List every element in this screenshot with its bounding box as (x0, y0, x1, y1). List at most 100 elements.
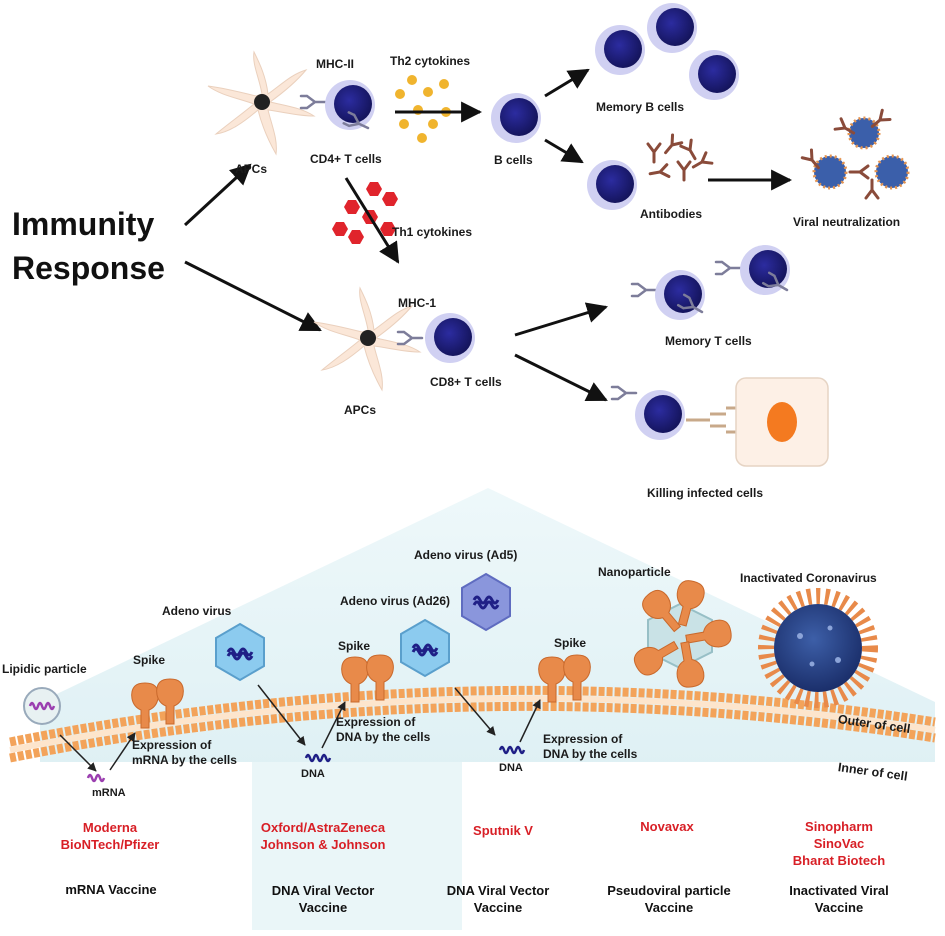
company-mrna: Moderna BioNTech/Pfizer (61, 819, 160, 853)
company-inactivated: Sinopharm SinoVac Bharat Biotech (793, 818, 885, 869)
type-dna-vector-2: DNA Viral Vector Vaccine (447, 882, 550, 916)
mrna-label: mRNA (92, 787, 126, 799)
dna-vector-column-bg (252, 762, 462, 930)
mhc2-receptor (299, 94, 327, 110)
company-sinovac: SinoVac (813, 836, 865, 851)
type-dna-vector-1-line-2: Vaccine (298, 900, 348, 915)
spike-label-2: Spike (338, 639, 371, 653)
type-mrna-line-1: mRNA Vaccine (65, 882, 157, 897)
arrow-to-memory-b (544, 68, 590, 98)
dna-label-2: DNA (499, 762, 523, 774)
killer-t-cell (635, 390, 685, 440)
infected-cell-nucleus (767, 402, 797, 442)
mhc1-label: MHC-1 (398, 296, 436, 310)
dna-label-1: DNA (301, 768, 325, 780)
expression-mrna-label: Expression of mRNA by the cells (132, 738, 237, 768)
type-dna-vector-2-line-2: Vaccine (473, 900, 523, 915)
mrna-in-particle (28, 701, 56, 711)
killer-t-receptor (610, 385, 638, 401)
mhc1-receptor (396, 330, 424, 346)
immunity-response-panel (183, 3, 910, 467)
dna-icon-2 (498, 745, 526, 755)
th1-label: Th1 cytokines (392, 225, 473, 239)
cd8-t-cell (425, 313, 475, 363)
adeno-ad26-label: Adeno virus (Ad26) (340, 594, 451, 608)
b-cells-label: B cells (494, 153, 533, 167)
memory-b-cell-3 (689, 50, 739, 100)
title-line-1: Immunity (12, 206, 155, 242)
spike-label-1: Spike (133, 653, 166, 667)
type-dna-vector-1: DNA Viral Vector Vaccine (272, 882, 375, 916)
expression-dna-1-line-2: DNA by the cells (336, 730, 431, 744)
adeno-virus-label: Adeno virus (162, 604, 232, 618)
type-inactivated-line-1: Inactivated Viral (789, 883, 889, 898)
type-pseudoviral-line-1: Pseudoviral particle (607, 883, 731, 898)
mhc2-label: MHC-II (316, 57, 354, 71)
adeno-ad5-icon (461, 572, 511, 632)
expression-dna-label-2: Expression of DNA by the cells (543, 732, 637, 762)
company-pseudoviral: Novavax (640, 818, 693, 835)
type-dna-vector-2-line-1: DNA Viral Vector (446, 883, 550, 898)
company-sputnik: Sputnik V (473, 823, 533, 838)
memory-t-label: Memory T cells (665, 334, 752, 348)
th2-label: Th2 cytokines (390, 54, 471, 68)
type-pseudoviral: Pseudoviral particle Vaccine (607, 882, 731, 916)
viral-neutralization-label: Viral neutralization (793, 215, 901, 229)
cd4-t-cell (325, 80, 375, 130)
inactivated-coronavirus-label: Inactivated Coronavirus (740, 571, 877, 585)
spike-label-3: Spike (554, 636, 587, 650)
vaccine-panel (0, 488, 945, 932)
company-novavax: Novavax (640, 819, 694, 834)
th1-cytokines (332, 182, 398, 244)
expression-dna-label-1: Expression of DNA by the cells (336, 715, 430, 745)
nanoparticle-icon (629, 577, 734, 690)
dna-icon-1 (304, 753, 332, 763)
arrow-to-memory-t (514, 302, 609, 337)
synapse (686, 406, 736, 434)
page-title: Immunity Response (12, 202, 165, 290)
arrow-mrna-to-spike (109, 732, 136, 771)
neutralized-viruses (800, 108, 910, 200)
arrow-to-plasma (544, 138, 584, 164)
plasma-cell (587, 160, 637, 210)
nanoparticle-label: Nanoparticle (598, 565, 671, 579)
company-oxford: Oxford/AstraZeneca (260, 820, 386, 835)
expression-mrna-line-1: Expression of (132, 738, 212, 752)
expression-dna-1-line-1: Expression of (336, 715, 416, 729)
adeno-ad5-label: Adeno virus (Ad5) (414, 548, 518, 562)
memory-t-receptor-1 (630, 282, 658, 298)
apc-bottom-label: APCs (344, 403, 377, 417)
mrna-icon (86, 773, 106, 783)
company-jj: Johnson & Johnson (260, 837, 386, 852)
membrane-inner-layer (9, 701, 936, 763)
expression-dna-2-line-1: Expression of (543, 732, 623, 746)
arrow-dna-to-spike-1 (321, 701, 346, 749)
killing-label: Killing infected cells (647, 486, 764, 500)
arrow-to-apc-bottom (184, 260, 322, 332)
type-inactivated-line-2: Vaccine (814, 900, 864, 915)
title-line-2: Response (12, 250, 165, 286)
type-dna-vector-1-line-1: DNA Viral Vector (271, 883, 375, 898)
type-inactivated: Inactivated Viral Vaccine (789, 882, 888, 916)
cd8-label: CD8+ T cells (430, 375, 502, 389)
arrow-cd4-to-cd8 (344, 177, 400, 264)
cd4-label: CD4+ T cells (310, 152, 382, 166)
type-mrna: mRNA Vaccine (65, 881, 156, 898)
th2-cytokines (395, 75, 451, 143)
lower-white (0, 762, 945, 932)
arrow-dna-to-spike-2 (519, 699, 541, 743)
lipidic-particle-label: Lipidic particle (2, 662, 87, 676)
antibodies-cluster (646, 133, 714, 182)
inactivated-coronavirus-icon (758, 588, 878, 708)
company-dna-vector-2: Sputnik V (473, 822, 533, 839)
company-biontech: BioNTech/Pfizer (60, 837, 160, 852)
apc-top-label: APCs (235, 162, 268, 176)
company-dna-vector-1: Oxford/AstraZeneca Johnson & Johnson (261, 819, 386, 853)
type-pseudoviral-line-2: Vaccine (644, 900, 694, 915)
apc-top-cell (207, 51, 315, 155)
arrow-to-killing (514, 353, 608, 402)
expression-mrna-line-2: mRNA by the cells (132, 753, 237, 767)
antibodies-label: Antibodies (640, 207, 702, 221)
